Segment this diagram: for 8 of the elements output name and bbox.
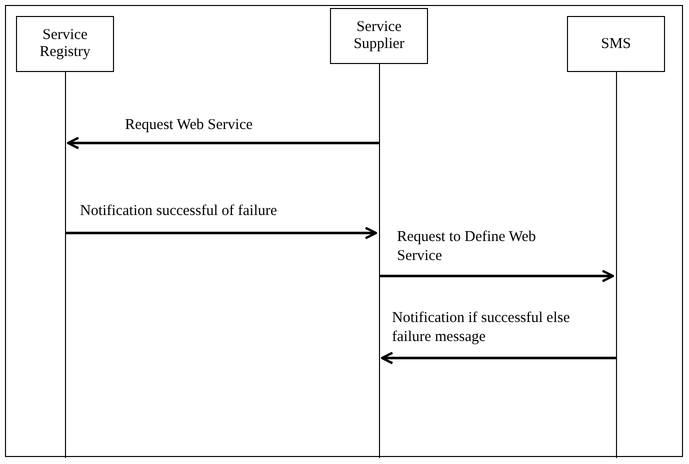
message-label: Request Web Service [125,116,253,135]
participant-name: Service Registry [38,27,92,61]
participant-name: Service Supplier [352,19,406,53]
arrow [66,136,379,150]
participant-name: SMS [600,36,632,52]
arrow [379,270,614,282]
arrow [380,352,616,364]
arrow [65,226,378,240]
